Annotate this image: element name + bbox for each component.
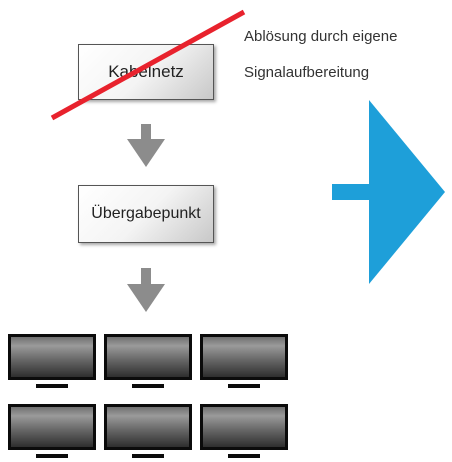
strike-through-line bbox=[50, 9, 246, 121]
monitor-icon bbox=[104, 404, 192, 460]
arrow-down-icon bbox=[127, 268, 165, 312]
replacement-note-line1: Ablösung durch eigene bbox=[244, 28, 398, 45]
monitor-icon bbox=[8, 404, 96, 460]
arrow-down-icon bbox=[127, 124, 165, 167]
monitor-icon bbox=[200, 404, 288, 460]
handover-point-label: Übergabepunkt bbox=[91, 205, 201, 222]
monitor-icon bbox=[104, 334, 192, 390]
arrow-right-icon bbox=[332, 100, 445, 284]
replacement-note-line2: Signalaufbereitung bbox=[244, 64, 370, 81]
monitor-icon bbox=[200, 334, 288, 390]
handover-point-box: Übergabepunkt bbox=[78, 185, 214, 243]
monitor-icon bbox=[8, 334, 96, 390]
